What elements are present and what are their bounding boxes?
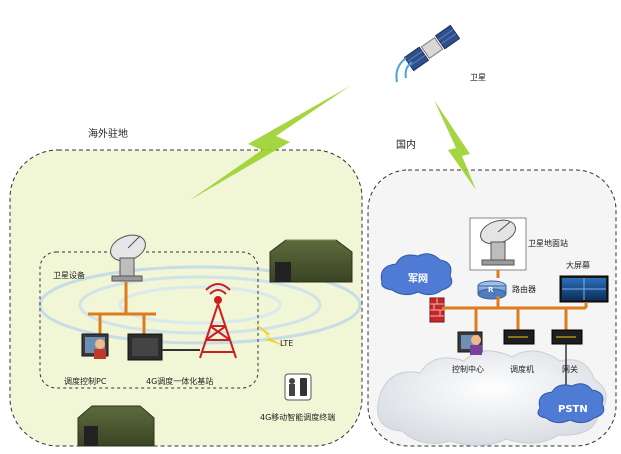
dispatch-pc-icon [81, 333, 109, 359]
router-mark: R [488, 286, 494, 294]
router-icon: R [477, 280, 507, 300]
firewall-icon [429, 297, 445, 323]
control-center-pc-icon [457, 331, 483, 355]
satellite-equipment-label: 卫星设备 [53, 270, 85, 280]
lte-base-station-label: 4G调度一体化基站 [146, 376, 213, 386]
base-station-case-icon [127, 333, 200, 361]
big-screen-label: 大屏幕 [566, 260, 590, 270]
big-screen-icon [559, 275, 609, 303]
mobile-terminal-label: 4G移动智能调度终端 [260, 412, 335, 422]
satellite-label: 卫星 [470, 73, 486, 82]
ground-station-icon [469, 217, 527, 271]
dispatcher-label: 调度机 [510, 364, 534, 374]
ground-station-label: 卫星地面站 [528, 238, 568, 248]
military-net-label: 军网 [408, 273, 428, 285]
dispatch-pc-label: 调度控制PC [64, 376, 107, 386]
satellite-icon [403, 24, 461, 72]
domestic-region-label: 国内 [396, 138, 416, 151]
satellite-signal-icon [395, 57, 413, 83]
dispatcher-icon [503, 329, 535, 345]
pstn-label: PSTN [558, 404, 588, 415]
gateway-label: 网关 [562, 364, 578, 374]
control-center-label: 控制中心 [452, 364, 484, 374]
overseas-region-label: 海外驻地 [88, 127, 128, 140]
lte-link-icon [254, 322, 284, 346]
tent-icon [77, 405, 155, 447]
satellite-dish-icon [110, 234, 146, 282]
gateway-icon [551, 329, 583, 392]
overseas-bus [88, 282, 156, 334]
pstn-cloud-icon [537, 383, 605, 424]
satellite-link-overseas [190, 86, 350, 200]
domestic-bus [442, 270, 588, 334]
lte-tower-icon [199, 283, 237, 359]
lte-link-label: LTE [280, 339, 293, 348]
military-net-cloud-icon [380, 253, 453, 296]
mobile-terminal-icon [284, 373, 312, 401]
tent-icon [269, 239, 353, 283]
overseas-region [9, 149, 363, 447]
router-label: 路由器 [512, 284, 536, 294]
satellite-link-domestic [434, 100, 476, 190]
